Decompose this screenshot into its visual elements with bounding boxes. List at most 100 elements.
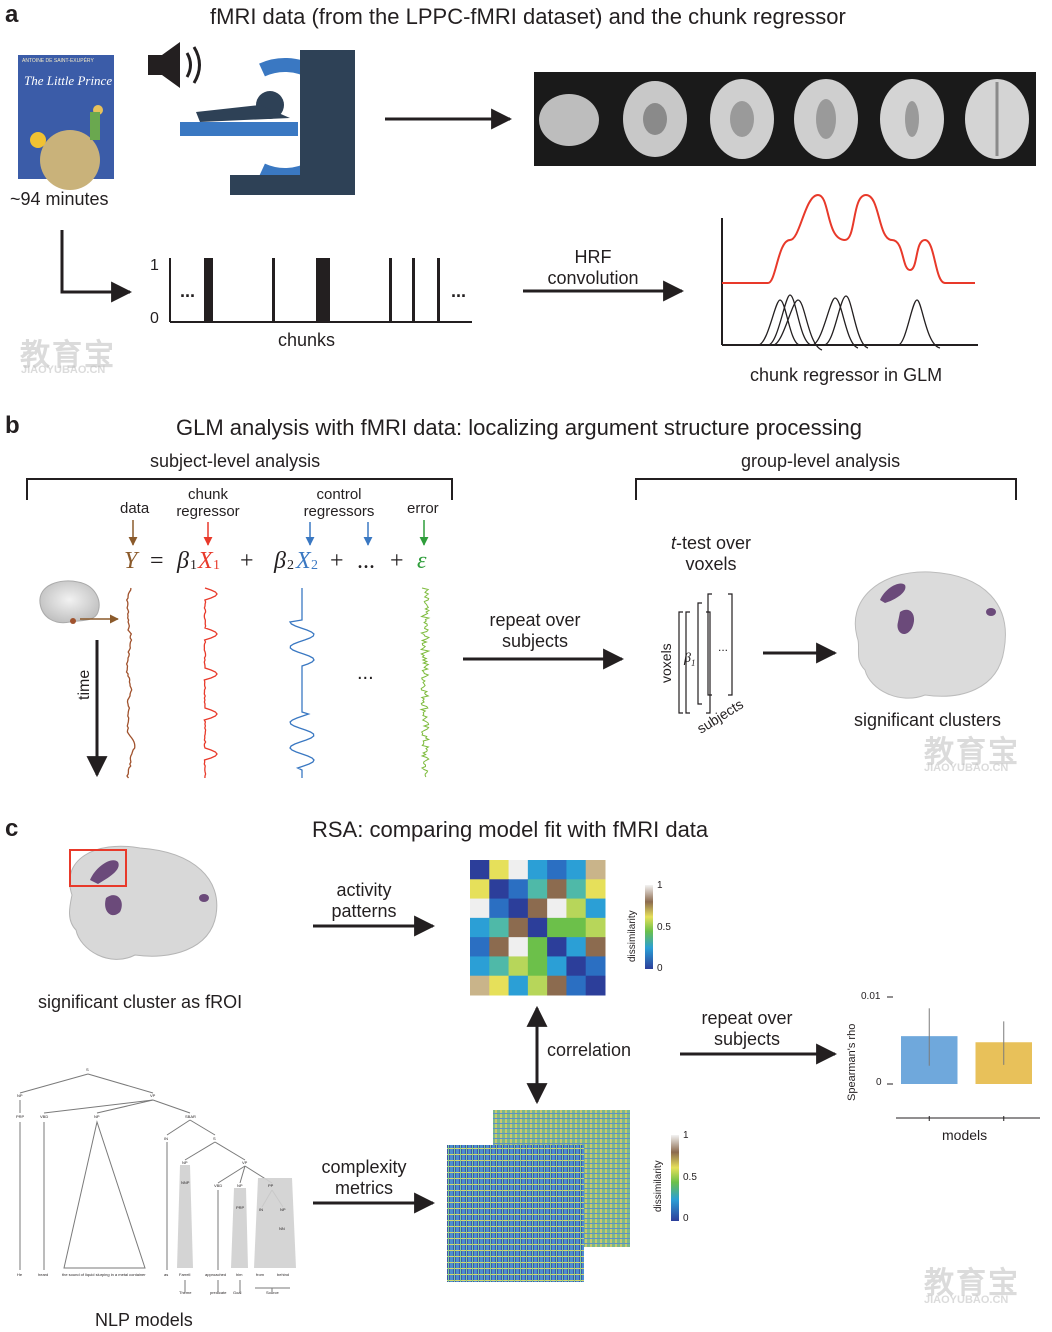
time-label: time	[76, 669, 93, 700]
voxels-label: voxels	[658, 643, 674, 683]
role-theme: Theme	[179, 1290, 192, 1295]
beta-matrix-stack	[678, 593, 733, 714]
bar-xlabel: models	[942, 1127, 988, 1143]
colorbar-neural	[645, 885, 653, 969]
rdm-cell	[585, 860, 606, 880]
rdm-cell	[470, 937, 490, 957]
colorbar-model	[671, 1135, 679, 1221]
subject-level-label: subject-level analysis	[150, 451, 321, 471]
significant-clusters-label: significant clusters	[854, 710, 1002, 730]
rdm-cell	[508, 860, 529, 880]
eq-plus-2: +	[330, 548, 344, 574]
book-cover	[18, 55, 114, 190]
tree-leaf-from: from	[256, 1272, 264, 1277]
duration-label: ~94 minutes	[10, 189, 109, 209]
subjects-label-c: subjects	[713, 1029, 781, 1049]
chunks-xlabel: chunks	[278, 330, 336, 350]
rdm-cell	[527, 879, 548, 900]
chunk-train	[169, 258, 472, 323]
neural-rdm	[470, 860, 606, 996]
tree-node-np4: NP	[237, 1183, 243, 1188]
eq-Y: Y	[124, 548, 138, 574]
tree-node-nn: NN	[279, 1226, 285, 1231]
tree-node-in: IN	[164, 1136, 168, 1141]
rdm-cell	[470, 975, 490, 996]
panel-c-letter: c	[5, 815, 19, 842]
patterns-label: patterns	[331, 901, 397, 921]
cluster-brain-3d	[854, 571, 1006, 699]
eq-beta2-sub: 2	[287, 558, 294, 573]
rdm-cell	[585, 898, 606, 919]
matrix-dots: ...	[718, 640, 729, 654]
role-predicate: predicate	[210, 1290, 227, 1295]
parse-tree	[19, 1073, 284, 1270]
rdm-cell	[585, 937, 606, 957]
tree-node-np2: NP	[94, 1114, 100, 1119]
rdm-cell	[470, 917, 490, 938]
chunk-axis-0: 0	[150, 310, 159, 327]
froi-brain	[69, 845, 218, 960]
nlp-models-caption: NLP models	[95, 1310, 193, 1330]
rdm-cell	[508, 898, 529, 919]
panel-a-letter: a	[5, 1, 19, 28]
rdm-cell	[527, 860, 548, 880]
tree-leaf-him: him	[236, 1272, 243, 1277]
book-title: The Little Prince	[24, 73, 113, 88]
rdm-cell	[547, 975, 567, 996]
group-level-label: group-level analysis	[741, 451, 901, 471]
rdm-cell	[566, 956, 587, 977]
tree-node-s: S	[213, 1136, 216, 1141]
bar-chart	[887, 996, 1040, 1121]
control-regressor-timeseries	[288, 588, 315, 778]
correlation-label: correlation	[547, 1040, 632, 1060]
rdm-cell	[508, 879, 529, 900]
activity-label: activity	[336, 880, 392, 900]
rdm-cell	[547, 879, 567, 900]
eq-plus-1: +	[240, 548, 254, 574]
rdm-cell	[470, 860, 490, 880]
middle-dots: ...	[357, 662, 374, 684]
parse-tree-highlights	[177, 1165, 296, 1268]
bar-ytick-zero: 0	[876, 1077, 882, 1088]
tree-node-nnp: NNP	[181, 1180, 190, 1185]
eq-beta2: β	[274, 548, 286, 574]
error-label: error	[407, 500, 439, 517]
tree-node-vp2: VP	[242, 1160, 248, 1165]
control-regressors-label-1: control	[316, 486, 362, 503]
rdm-cell	[547, 860, 567, 880]
colorbar-neural-bottom: 0	[657, 963, 663, 974]
repeat-over-label-c: repeat over	[701, 1008, 793, 1028]
rdm-cell	[489, 917, 510, 938]
rdm-cell	[585, 975, 606, 996]
panel-a-title: fMRI data (from the LPPC-fMRI dataset) a…	[210, 4, 846, 29]
rdm-cell	[508, 917, 529, 938]
watermark-en-3: JIAOYUBAO.CN	[924, 1294, 1009, 1306]
rdm-cell	[508, 937, 529, 957]
tree-node-in2: IN	[259, 1207, 263, 1212]
panel-b-letter: b	[5, 412, 20, 439]
colorbar-neural-label: dissimilarity	[627, 910, 638, 962]
hrf-label: HRF	[574, 247, 612, 267]
rdm-cell	[527, 898, 548, 919]
data-timeseries	[125, 587, 136, 779]
rdm-cell	[566, 879, 587, 900]
tree-leaf-approached: approached	[205, 1272, 227, 1277]
rdm-cell	[585, 879, 606, 900]
brain-slices-strip	[534, 72, 1036, 166]
rdm-cell	[489, 937, 510, 957]
rdm-cell	[585, 956, 606, 977]
mri-scanner-icon	[180, 50, 355, 195]
tree-node-prp: PRP	[16, 1114, 25, 1119]
tree-node-pp: PP	[268, 1183, 274, 1188]
rdm-cell	[508, 956, 529, 977]
eq-X1: X	[198, 548, 213, 574]
voxel-brain	[39, 580, 100, 624]
repeat-over-label-b: repeat over	[489, 610, 581, 630]
rdm-cell	[566, 917, 587, 938]
tree-node-np3: NP	[182, 1160, 188, 1165]
eq-X1-sub: 1	[213, 558, 220, 573]
model-rdm-front	[447, 1145, 584, 1282]
colorbar-neural-mid: 0.5	[657, 922, 671, 933]
eq-equals: =	[150, 548, 164, 574]
